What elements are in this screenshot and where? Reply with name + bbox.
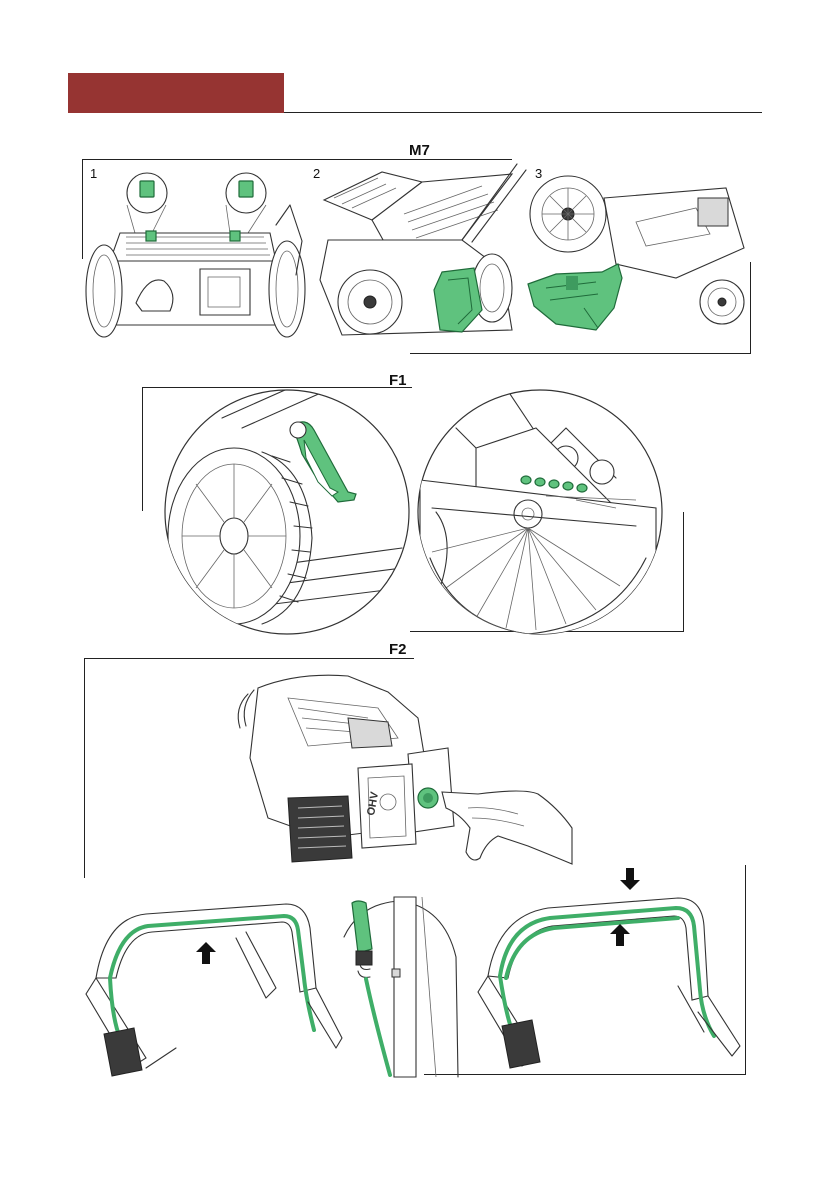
f2-handle-right-illustration xyxy=(478,866,746,1076)
f1-frame-right xyxy=(683,512,684,632)
section-title-m7: M7 xyxy=(409,142,430,159)
header-rule xyxy=(284,112,762,113)
m7-frame-right xyxy=(750,262,751,354)
f2-cable-detail-illustration xyxy=(340,897,462,1077)
f2-engine-primer-illustration: OHV xyxy=(228,668,580,870)
m7-step2-illustration xyxy=(312,160,537,345)
f2-frame-left xyxy=(84,658,85,878)
f1-wheel-lever-illustration xyxy=(162,388,412,636)
f2-handle-left-illustration xyxy=(86,898,356,1078)
m7-step3-illustration xyxy=(526,168,750,340)
f1-frame-left xyxy=(142,387,143,511)
m7-frame-bottom xyxy=(410,353,751,354)
section-title-f2: F2 xyxy=(389,641,407,658)
f1-height-positions-illustration xyxy=(416,388,664,636)
m7-step1-illustration xyxy=(80,165,310,345)
f2-frame-top xyxy=(84,658,414,659)
section-header-tab xyxy=(68,73,284,113)
